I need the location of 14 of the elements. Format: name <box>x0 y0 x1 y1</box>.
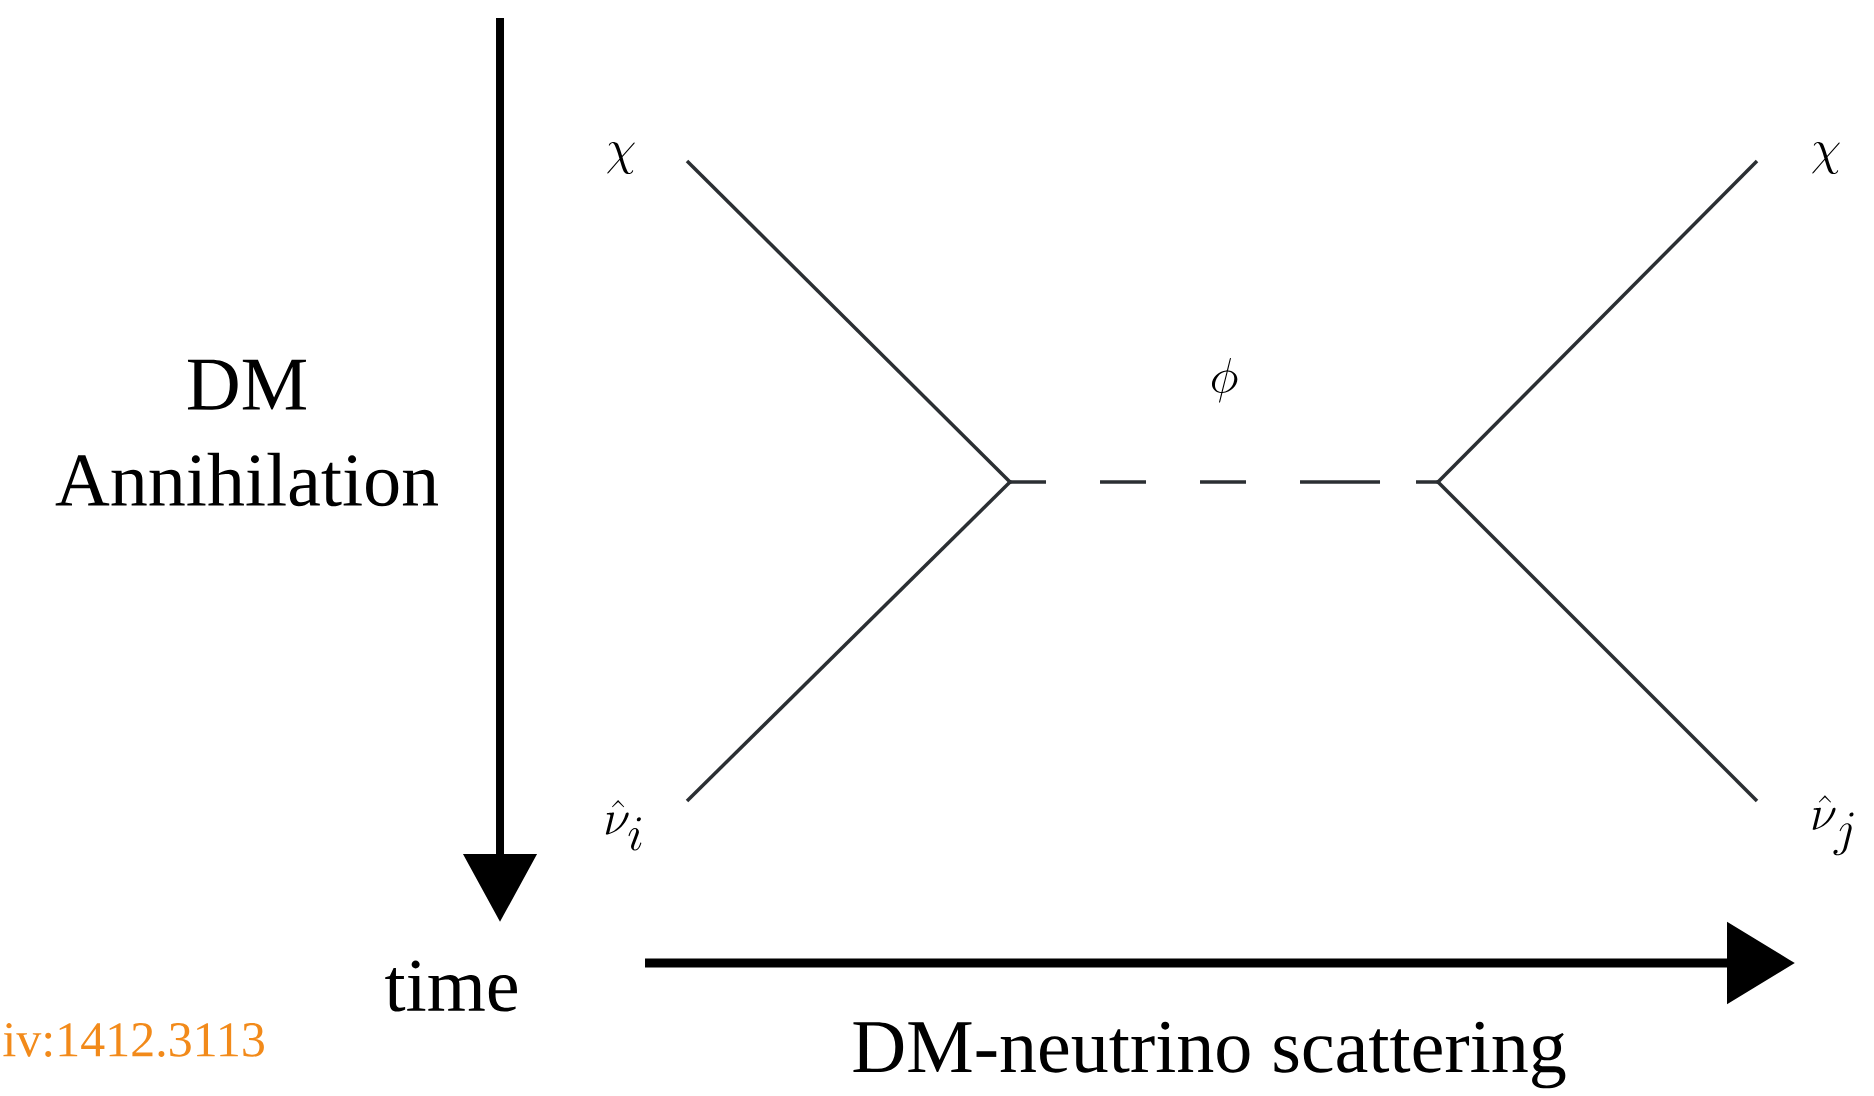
particle-line <box>685 159 1012 484</box>
particle-line <box>685 480 1012 803</box>
particle-label: $\chi$ <box>607 141 635 175</box>
axis-label: DM Annihilation <box>55 359 438 507</box>
edge-label: $\phi$ <box>1211 357 1238 403</box>
particle-line <box>1436 480 1759 803</box>
particle-label: $\hat{\nu}_j$ <box>1812 795 1854 856</box>
citation-text: iv:1412.3113 <box>3 1023 264 1057</box>
particle-label: $\hat{\nu}_i$ <box>605 800 642 851</box>
dashed-line <box>1010 480 1438 484</box>
particle-line <box>1436 159 1759 484</box>
particle-label: $\chi$ <box>1812 141 1840 175</box>
axis-label: DM-neutrino scattering <box>853 1021 1566 1089</box>
axis-label: time <box>385 960 517 1012</box>
